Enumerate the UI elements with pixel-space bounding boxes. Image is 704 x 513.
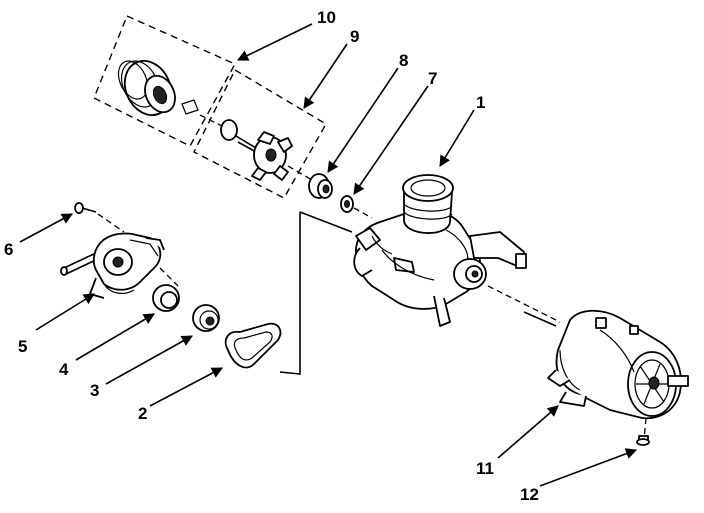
leader-4 xyxy=(75,313,155,361)
axis-line-motor xyxy=(487,285,561,323)
part-11-motor xyxy=(547,309,689,420)
part-1-pump-housing xyxy=(353,174,527,327)
leader-9 xyxy=(303,43,348,109)
leader-3 xyxy=(105,335,193,385)
part-10-seal xyxy=(117,60,199,116)
callout-12: 12 xyxy=(520,485,539,504)
part-4-ring xyxy=(152,284,180,312)
part-6-screw xyxy=(74,202,97,214)
leader-5 xyxy=(35,293,95,331)
callout-4: 4 xyxy=(59,360,69,379)
leader-8 xyxy=(327,67,399,173)
assembly-10-dashed-box xyxy=(93,15,236,147)
part-9-impeller-shaft xyxy=(199,114,293,181)
part-3-seal xyxy=(192,304,220,332)
callout-1: 1 xyxy=(476,93,485,112)
part-2-gasket xyxy=(224,322,282,369)
callout-8: 8 xyxy=(399,51,408,70)
callout-11: 11 xyxy=(476,459,494,478)
callout-7: 7 xyxy=(428,69,437,88)
routing-line xyxy=(279,212,301,375)
part-5-cover xyxy=(60,232,165,299)
callout-6: 6 xyxy=(4,240,13,259)
leader-6 xyxy=(19,213,73,243)
leader-1 xyxy=(439,109,475,167)
leader-12 xyxy=(539,448,638,487)
leader-7 xyxy=(353,85,429,195)
callout-5: 5 xyxy=(18,337,27,356)
leader-2 xyxy=(149,367,223,407)
callout-9: 9 xyxy=(350,27,359,46)
part-12-screw xyxy=(636,435,650,446)
callout-10: 10 xyxy=(317,8,336,27)
leader-11 xyxy=(497,405,559,459)
callout-3: 3 xyxy=(90,381,99,400)
part-7-washer xyxy=(340,195,354,213)
callout-2: 2 xyxy=(138,404,147,423)
part-8-bearing xyxy=(308,173,333,199)
leader-10 xyxy=(236,23,313,61)
axis-line-upper xyxy=(287,165,313,181)
